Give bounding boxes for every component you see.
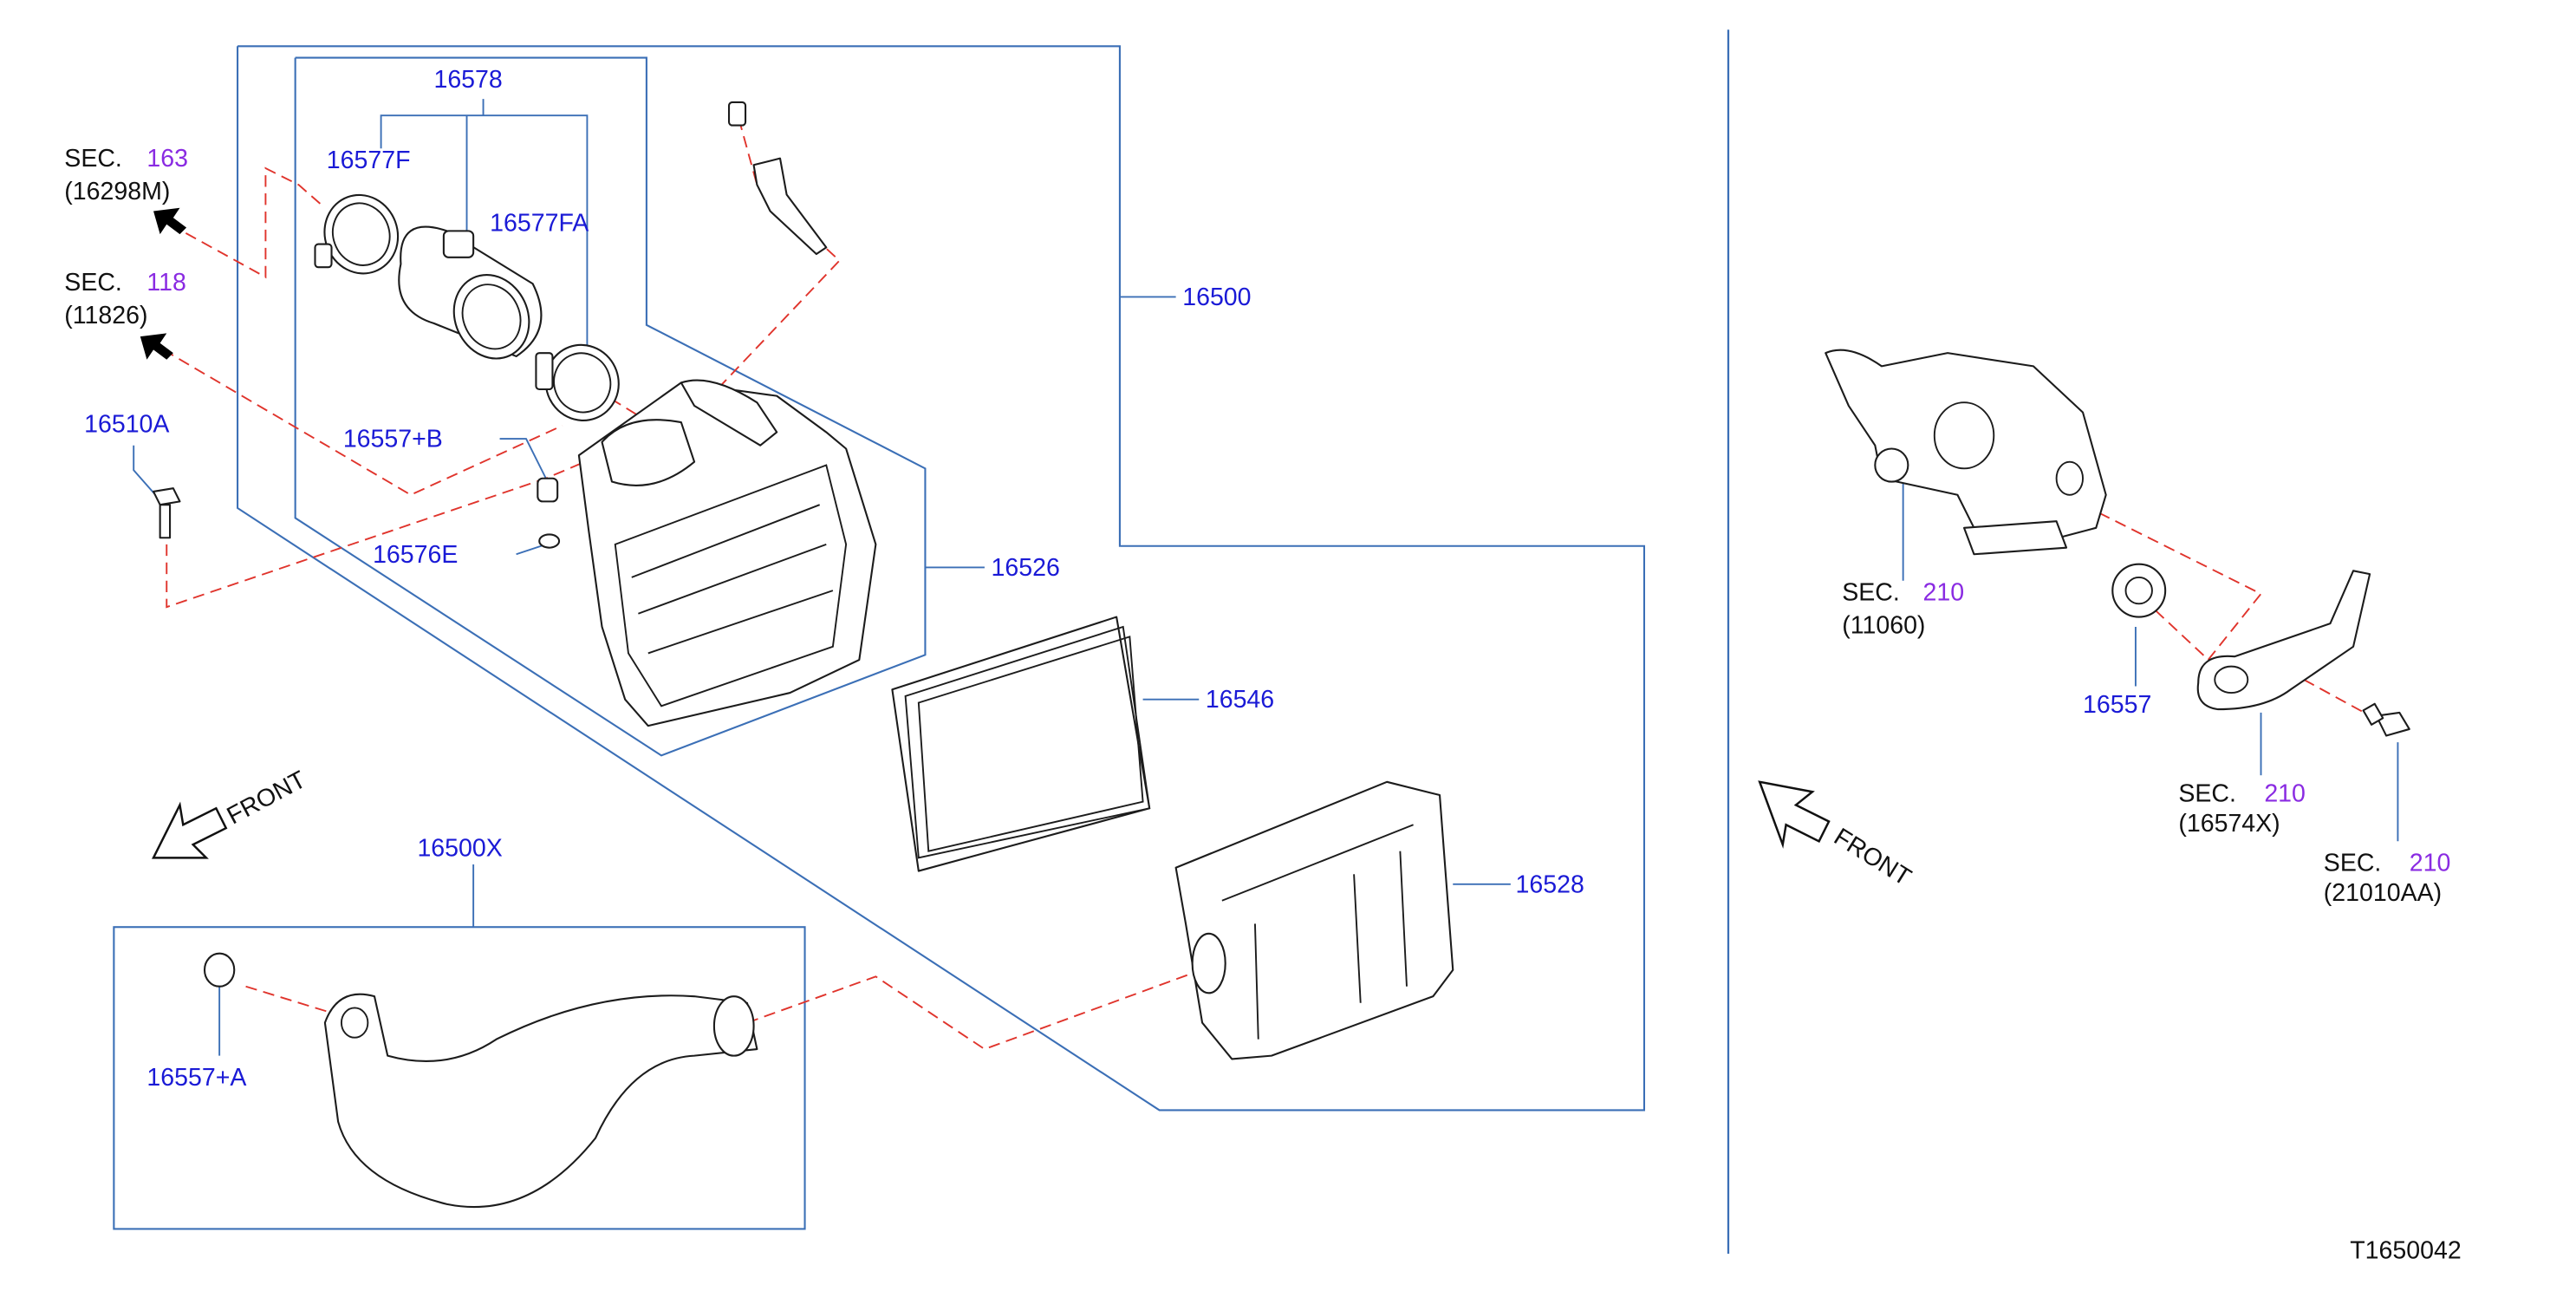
label-16557A: 16557+A [146, 1064, 246, 1092]
frame-16578 [294, 56, 927, 757]
air-duct-16500X-part [323, 993, 758, 1208]
leader-16557B [499, 438, 547, 479]
sec-prefix: SEC. [64, 269, 122, 297]
front-label-left: FRONT [223, 766, 311, 830]
bracket-16574X-part [2196, 570, 2371, 711]
sec-code: (11060) [1842, 612, 1925, 640]
sec-ref-210-11060[interactable]: SEC. 210 (11060) [1842, 579, 1964, 640]
sec-ref-163[interactable]: SEC. 163 (16298M) [64, 145, 188, 205]
label-16510A: 16510A [84, 410, 169, 438]
label-16577FA: 16577FA [490, 209, 589, 237]
dash-16510A [166, 431, 655, 609]
label-16528: 16528 [1516, 870, 1584, 898]
dash-sec163 [169, 166, 326, 279]
sec-number: 163 [146, 145, 188, 173]
grommet-16557-part [2111, 563, 2167, 618]
label-16546: 16546 [1206, 686, 1274, 714]
drawing-id: T1650042 [2350, 1237, 2461, 1265]
bolt-16510A-part [152, 487, 181, 539]
sec-number: 118 [146, 269, 185, 297]
filter-element-16546-part [891, 616, 1151, 872]
sec-code: (21010AA) [2324, 879, 2442, 907]
leader-16510A [133, 445, 159, 499]
label-16526: 16526 [992, 554, 1060, 582]
label-16557B: 16557+B [343, 426, 443, 453]
front-arrow-right-icon [1758, 780, 1831, 849]
grommet-16557A-part [203, 952, 236, 988]
label-16578: 16578 [433, 66, 502, 94]
leader-16576E [516, 543, 547, 556]
air-flow-meter-16578-part [398, 225, 543, 360]
sec-code: (11826) [64, 302, 147, 329]
clamp-16577FA-part [535, 343, 620, 421]
dash-bolt [2303, 679, 2378, 720]
dash-duct-to-cover [746, 972, 1193, 1051]
sec-ref-118[interactable]: SEC. 118 (11826) [64, 269, 186, 329]
sec-prefix: SEC. [2178, 780, 2236, 808]
frame-16500 [237, 45, 1646, 1112]
grommet-16557B-part [537, 477, 559, 503]
frame-16500X [113, 926, 806, 1230]
sec-code: (16298M) [64, 178, 170, 205]
clamp-16577F-part [314, 193, 400, 275]
sec-prefix: SEC. [2324, 850, 2382, 877]
air-cleaner-upper-case-16526-part [577, 379, 877, 727]
dash-thermostat [2082, 504, 2262, 661]
dash-16557A [245, 985, 332, 1014]
air-cleaner-lower-case-16528-part [1174, 780, 1454, 1060]
dash-16557 [2155, 610, 2206, 657]
label-16577F: 16577F [327, 147, 411, 174]
sec-number: 210 [2264, 780, 2306, 808]
dash-sec118 [162, 349, 563, 496]
label-16500X: 16500X [417, 834, 502, 862]
sec118-arrow-icon [140, 333, 173, 360]
label-16576E: 16576E [373, 541, 458, 569]
sec163-arrow-icon [153, 207, 187, 235]
sec-number: 210 [2410, 850, 2451, 877]
collar-16576E-part [538, 533, 561, 549]
sec-prefix: SEC. [1842, 579, 1900, 607]
sec-ref-210-16574X[interactable]: SEC. 210 (16574X) [2178, 780, 2306, 838]
label-16557: 16557 [2083, 691, 2151, 719]
sec-number: 210 [1922, 579, 1964, 607]
sec-code: (16574X) [2178, 810, 2280, 838]
bolt-21010AA-part [2362, 702, 2410, 737]
label-16500: 16500 [1182, 284, 1251, 311]
front-label-right: FRONT [1829, 823, 1916, 891]
leader-16578-stem [465, 99, 485, 245]
sec-ref-210-21010AA[interactable]: SEC. 210 (21010AA) [2324, 850, 2451, 907]
sensor-screw-part [727, 101, 828, 256]
sec-prefix: SEC. [64, 145, 122, 173]
front-arrow-left-icon [152, 801, 228, 859]
water-outlet-housing-part [1825, 349, 2107, 556]
